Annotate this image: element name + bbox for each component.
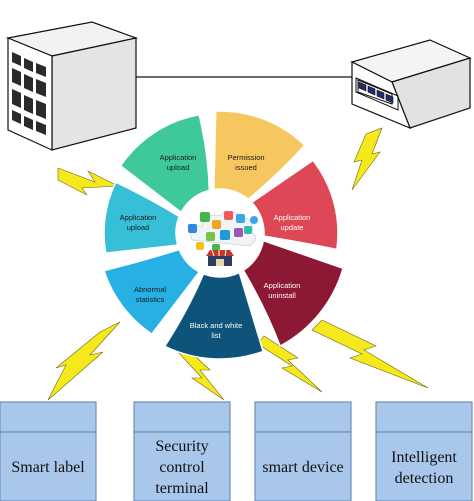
ring-segment-abnormal-statistics (103, 248, 201, 336)
ring-label-application-upload-left-2: upload (127, 223, 150, 232)
bolt-icon-top-right (351, 127, 383, 191)
ring-segment-permission-issued (213, 110, 306, 201)
ring-segment-black-and-white-list (163, 271, 265, 360)
terminal-label-smart-device: smart device (262, 459, 343, 476)
terminal-box-intelligent-detection: Intelligent detection (375, 401, 473, 501)
bolt-icon-top-left (57, 167, 120, 196)
ring-label-abnormal-statistics-2: statistics (136, 295, 165, 304)
ring-label-black-and-white-list-1: Black and white (190, 321, 243, 330)
terminal-box-smart-label: Smart label (0, 401, 97, 501)
ring-label-application-update-1: Application (274, 213, 311, 222)
ring-label-application-update-2: update (281, 223, 304, 232)
ring-label-application-upload-top-1: Application (160, 153, 197, 162)
terminal-label-security-line3: terminal (155, 480, 209, 497)
terminal-label-intelligent-line2: detection (395, 470, 454, 487)
ring-segment-application-upload-top (119, 113, 211, 214)
bolt-icon-bottom-1 (47, 321, 121, 401)
ring-label-application-uninstall-1: Application (264, 281, 301, 290)
app-store-icon (178, 191, 262, 275)
ring-label-application-uninstall-2: uninstall (268, 291, 296, 300)
ring-segment-application-uninstall (242, 239, 344, 348)
terminal-label-security-line1: Security (155, 438, 208, 455)
ring-label-black-and-white-list-2: list (211, 331, 221, 340)
terminal-box-smart-device: smart device (254, 401, 352, 501)
ring-label-permission-issued-2: issued (235, 163, 257, 172)
terminal-label-security-line2: control (159, 459, 205, 476)
rack-server-icon (350, 39, 472, 130)
ring-label-permission-issued-1: Permission (227, 153, 264, 162)
ring-segment-application-update (250, 159, 339, 251)
bolt-icon-bottom-3 (257, 335, 323, 393)
bolt-icon-bottom-2 (175, 341, 225, 401)
ring-segment-application-upload-left (103, 181, 181, 254)
ring-label-application-upload-top-2: upload (167, 163, 190, 172)
terminal-label-intelligent-line1: Intelligent (391, 449, 457, 466)
terminal-label-smart-label: Smart label (11, 459, 85, 476)
ring-chart: ApplicationuploadPermissionissuedApplica… (103, 110, 344, 360)
bolt-icon-bottom-4 (311, 319, 429, 389)
terminal-box-security-control-terminal: Security control terminal (133, 401, 231, 501)
ring-label-abnormal-statistics-1: Abnormal (134, 285, 166, 294)
ring-label-application-upload-left-1: Application (120, 213, 157, 222)
tower-server-icon (5, 21, 139, 151)
